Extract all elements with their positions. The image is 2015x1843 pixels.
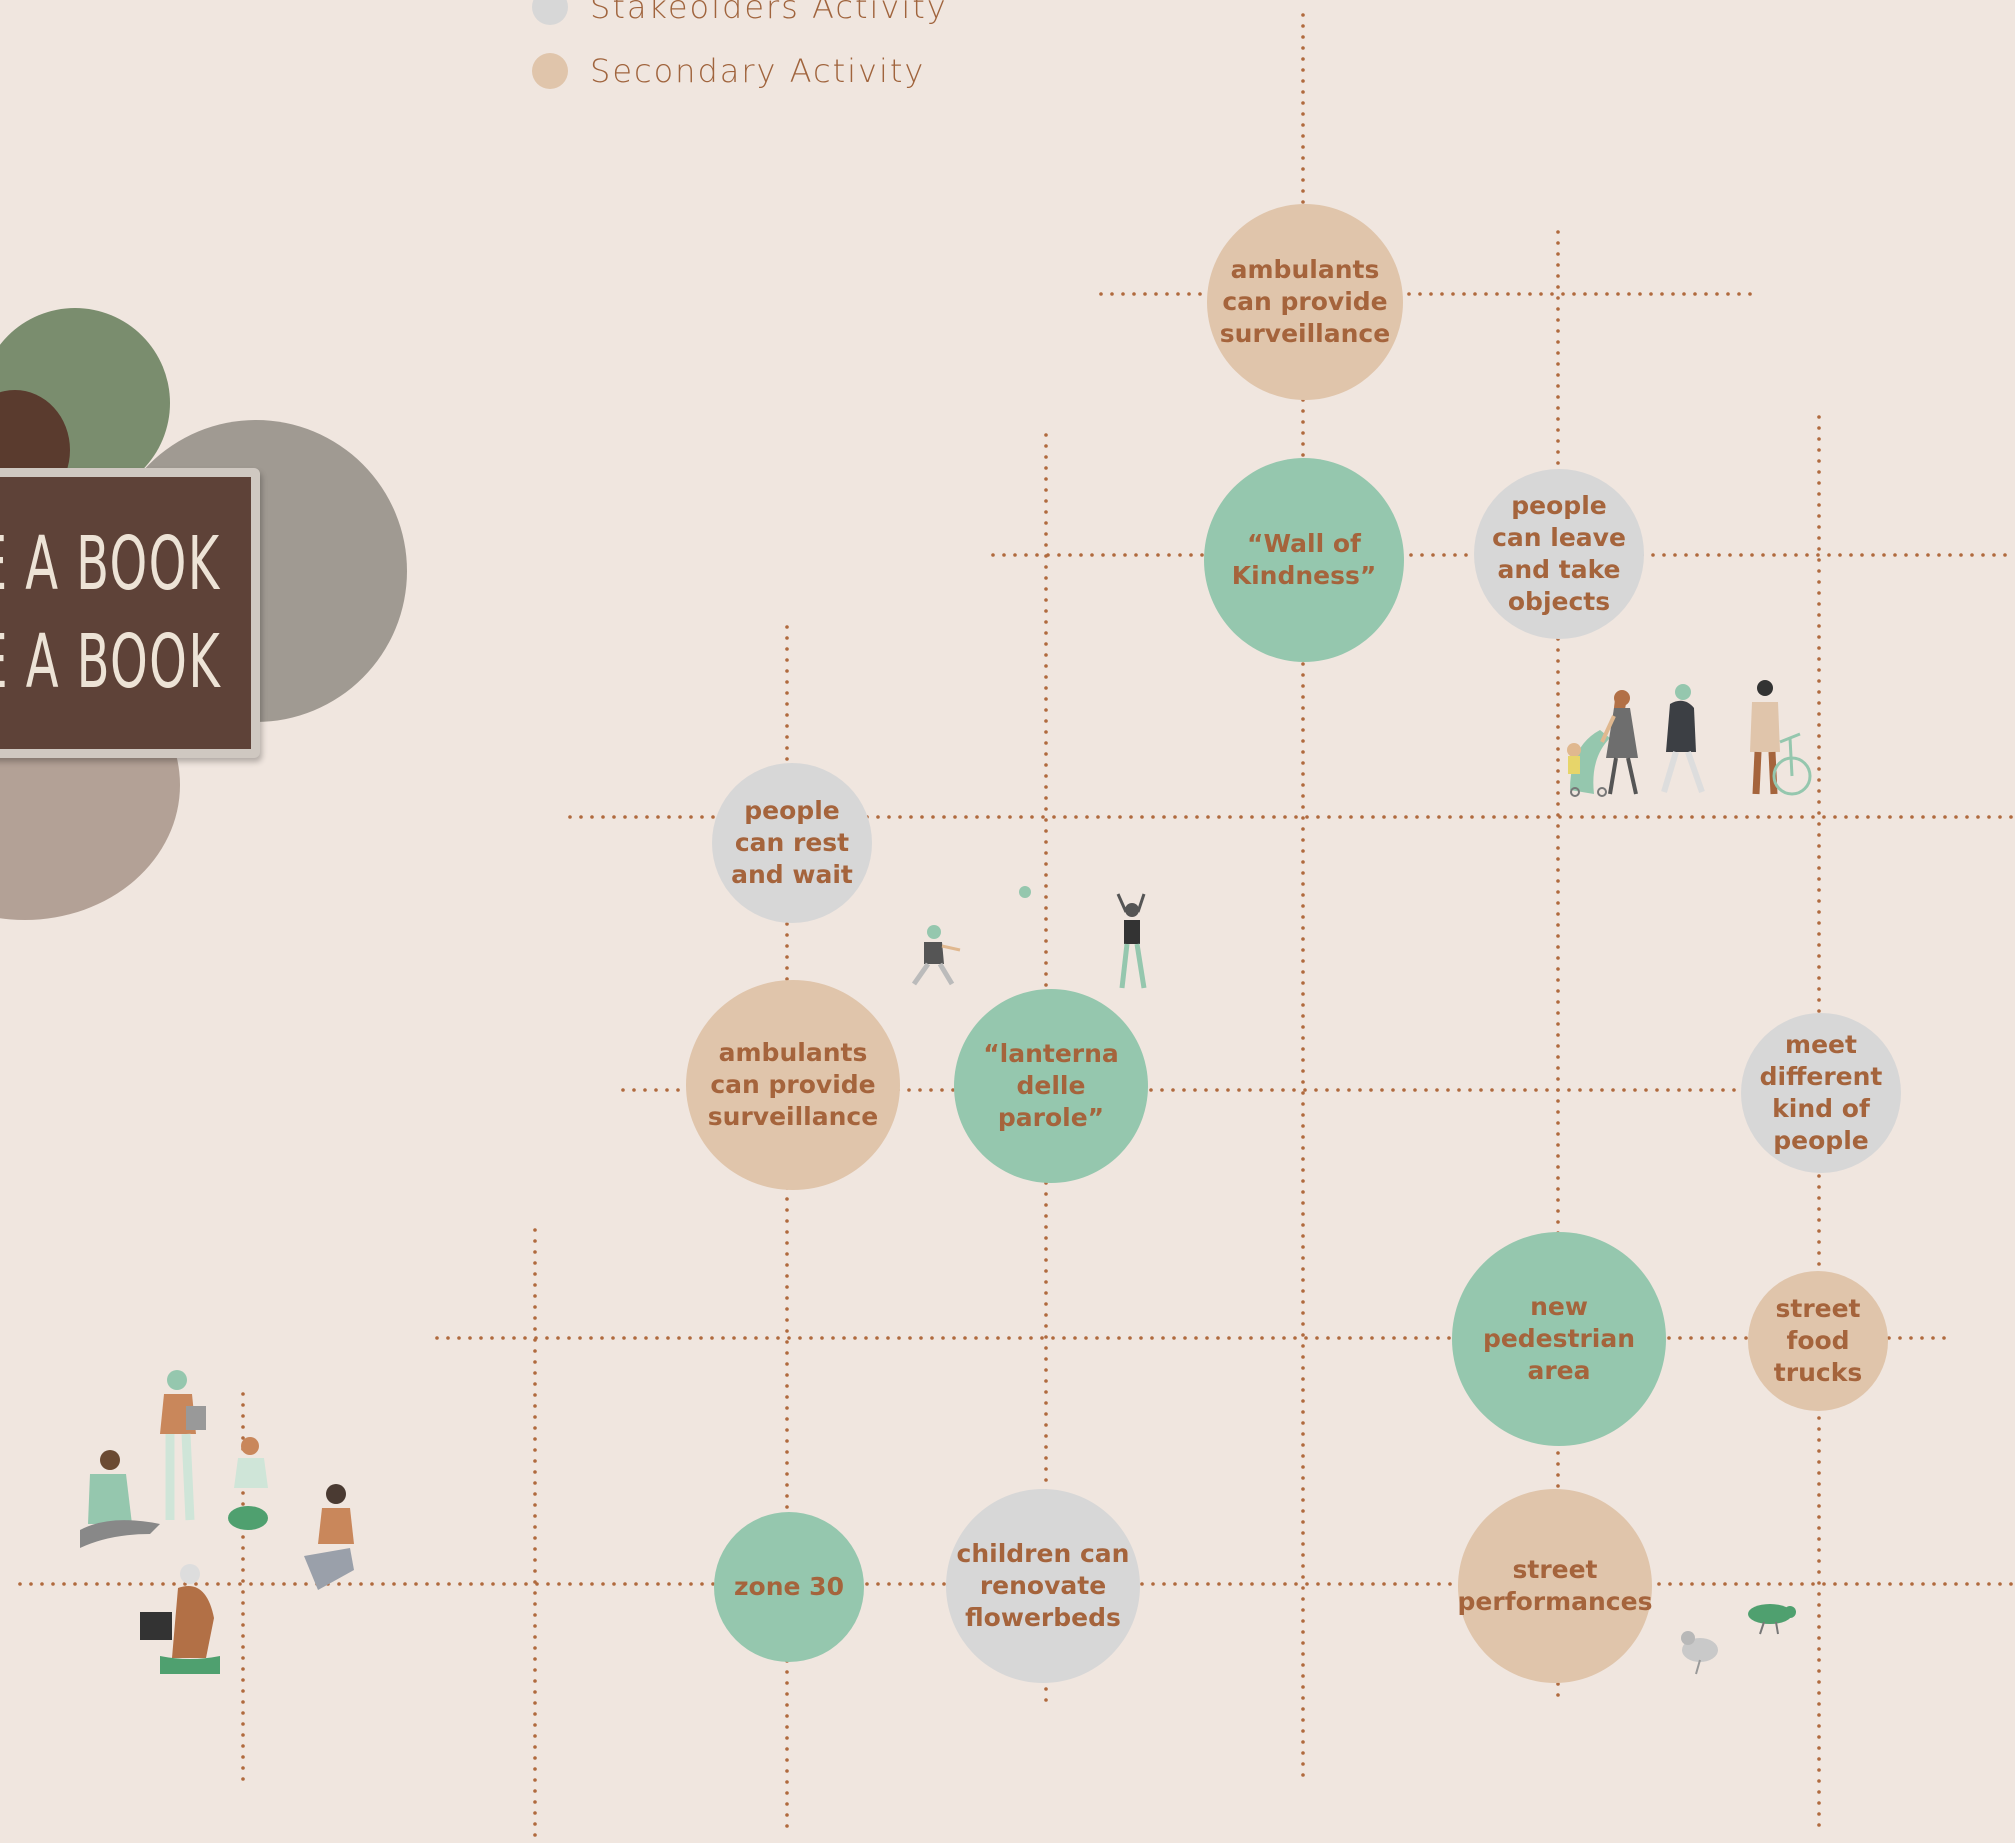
group-sitting-illustration <box>80 1370 354 1674</box>
node-label: “Wall of Kindness” <box>1231 529 1377 590</box>
node-ambulants-top: ambulants can provide surveillance <box>1207 204 1403 400</box>
child-running-icon <box>911 925 961 986</box>
person-standing-icon <box>160 1370 206 1521</box>
node-meet-people: meet different kind of people <box>1741 1013 1901 1173</box>
legend-stakeholders-label: Stakeolders Activity <box>590 0 948 26</box>
node-label: people can rest and wait <box>731 796 853 889</box>
legend-secondary-label: Secondary Activity <box>590 52 926 90</box>
node-wall-of-kindness: “Wall of Kindness” <box>1204 458 1404 662</box>
person-sitting-icon <box>80 1450 160 1548</box>
woman-icon <box>1600 690 1638 795</box>
walking-people-illustration <box>1567 680 1812 797</box>
cyclist-icon <box>1750 680 1812 796</box>
legend-stakeholders: Stakeolders Activity <box>532 0 948 26</box>
photo-collage: E A BOOK VE A BOOK <box>0 270 420 930</box>
node-zone-30: zone 30 <box>714 1512 864 1662</box>
node-pedestrian-area: new pedestrian area <box>1452 1232 1666 1446</box>
man-walking-icon <box>1661 684 1705 793</box>
node-label: new pedestrian area <box>1482 1292 1636 1385</box>
legend-secondary: Secondary Activity <box>532 52 925 90</box>
stroller-icon <box>1567 730 1610 797</box>
person-seated-right-icon <box>304 1484 354 1590</box>
node-street-performances: street performances <box>1458 1489 1652 1683</box>
person-with-laptop-icon <box>140 1564 220 1674</box>
node-label: zone 30 <box>734 1572 844 1601</box>
node-label: ambulants can provide surveillance <box>707 1038 879 1131</box>
node-label: street food trucks <box>1773 1294 1863 1387</box>
legend-stakeholders-swatch <box>532 0 568 25</box>
book-sign: E A BOOK VE A BOOK <box>0 468 260 758</box>
node-leave-take-objects: people can leave and take objects <box>1474 469 1644 639</box>
book-sign-line-2: VE A BOOK <box>0 619 221 705</box>
birds-illustration <box>1681 1604 1796 1675</box>
node-rest-and-wait: people can rest and wait <box>712 763 872 923</box>
ball-icon <box>1019 886 1031 898</box>
legend-secondary-swatch <box>532 53 568 89</box>
node-food-trucks: street food trucks <box>1748 1271 1888 1411</box>
child-cheering-icon <box>1116 893 1147 989</box>
bird-icon-green <box>1748 1604 1796 1635</box>
node-label: ambulants can provide surveillance <box>1219 255 1391 348</box>
node-ambulants-mid: ambulants can provide surveillance <box>686 980 900 1190</box>
node-lanterna-delle-parole: “lanterna delle parole” <box>954 989 1148 1183</box>
bird-icon <box>1681 1631 1718 1675</box>
kids-playing-illustration <box>911 886 1147 989</box>
node-label: street performances <box>1457 1555 1653 1616</box>
person-kneeling-icon <box>228 1437 268 1530</box>
node-flowerbeds: children can renovate flowerbeds <box>946 1489 1140 1683</box>
node-label: people can leave and take objects <box>1492 491 1626 616</box>
book-sign-line-1: E A BOOK <box>0 521 221 607</box>
node-label: “lanterna delle parole” <box>983 1039 1119 1132</box>
node-label: children can renovate flowerbeds <box>956 1539 1130 1632</box>
node-label: meet different kind of people <box>1759 1030 1883 1155</box>
